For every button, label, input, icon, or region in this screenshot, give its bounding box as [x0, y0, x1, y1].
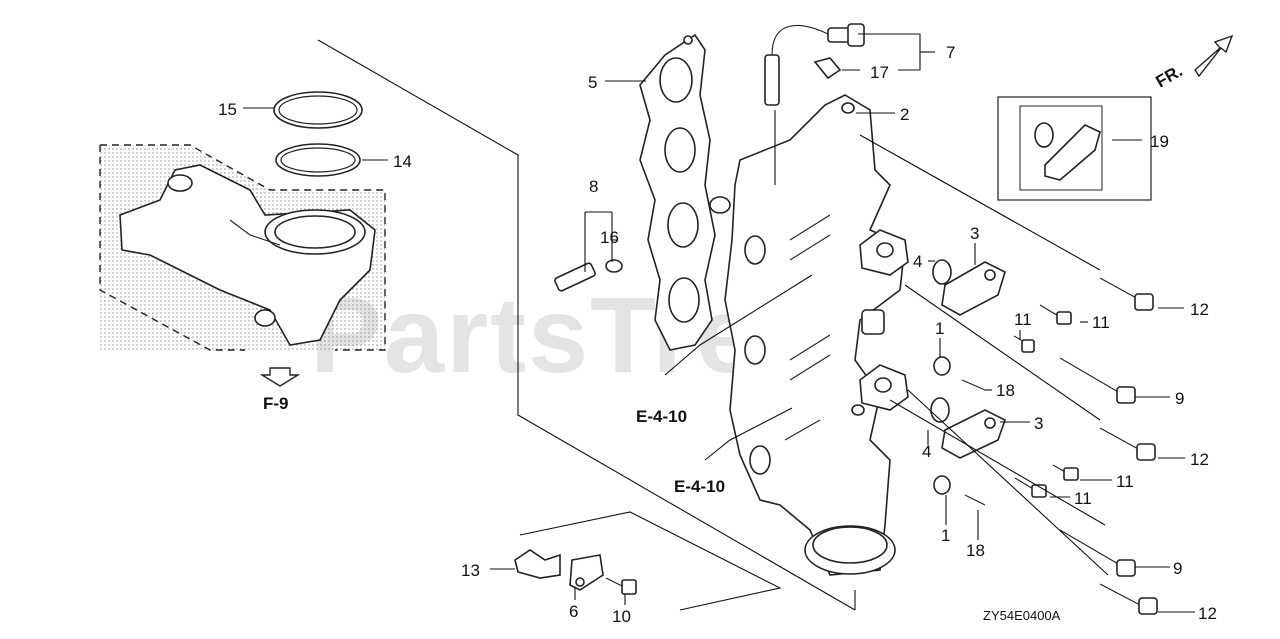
callout-3-upper: 3 [970, 224, 979, 243]
callout-3-lower: 3 [1034, 414, 1043, 433]
callout-16: 16 [600, 228, 619, 247]
callout-11-b: 11 [1092, 313, 1110, 332]
o-ring-15 [273, 91, 363, 129]
callout-1-lower: 1 [941, 526, 950, 545]
callout-4-upper: 4 [913, 252, 922, 271]
callout-8: 8 [589, 177, 598, 196]
callout-11-a: 11 [1014, 310, 1032, 329]
callout-2: 2 [900, 105, 909, 124]
callout-9-a: 9 [1175, 389, 1184, 408]
callout-11-c: 11 [1116, 472, 1134, 491]
thermostat-cover-group [99, 144, 386, 351]
callout-17: 17 [870, 63, 889, 82]
exhaust-manifold [709, 94, 909, 576]
callout-12-b: 12 [1190, 450, 1209, 469]
front-direction-arrow-icon: FR. [1153, 34, 1234, 91]
callout-labels: 15 14 5 8 16 7 17 2 19 3 4 11 11 12 1 18… [218, 43, 1217, 626]
callout-19: 19 [1150, 132, 1169, 151]
down-arrow-icon [259, 367, 301, 387]
ref-f9: F-9 [263, 394, 289, 413]
thermostat-caps [861, 259, 1006, 495]
front-direction-label: FR. [1153, 61, 1186, 91]
assembly-frame [317, 39, 856, 611]
callout-15: 15 [218, 100, 237, 119]
drawing-code: ZY54E0400A [983, 608, 1061, 623]
callout-11-d: 11 [1074, 489, 1092, 508]
callout-12-c: 12 [1198, 604, 1217, 623]
bracket-group [514, 511, 782, 611]
callout-14: 14 [393, 152, 412, 171]
callout-18-upper: 18 [996, 381, 1015, 400]
callout-7: 7 [946, 43, 955, 62]
callout-9-b: 9 [1173, 559, 1182, 578]
callout-6: 6 [569, 602, 578, 621]
callout-13: 13 [461, 561, 480, 580]
ref-e410-upper: E-4-10 [636, 407, 687, 426]
callout-10: 10 [612, 607, 631, 626]
inset-box-19 [997, 96, 1152, 201]
callout-18-lower: 18 [966, 541, 985, 560]
callout-12-a: 12 [1190, 300, 1209, 319]
exhaust-gasket [639, 33, 716, 351]
ref-e410-lower: E-4-10 [674, 477, 725, 496]
callout-5: 5 [588, 73, 597, 92]
o2-sensor [764, 23, 865, 106]
callout-4-lower: 4 [922, 442, 931, 461]
callout-1-upper: 1 [935, 319, 944, 338]
bolts [961, 277, 1158, 615]
leader-lines [243, 33, 1195, 613]
o-ring-14 [275, 143, 361, 177]
